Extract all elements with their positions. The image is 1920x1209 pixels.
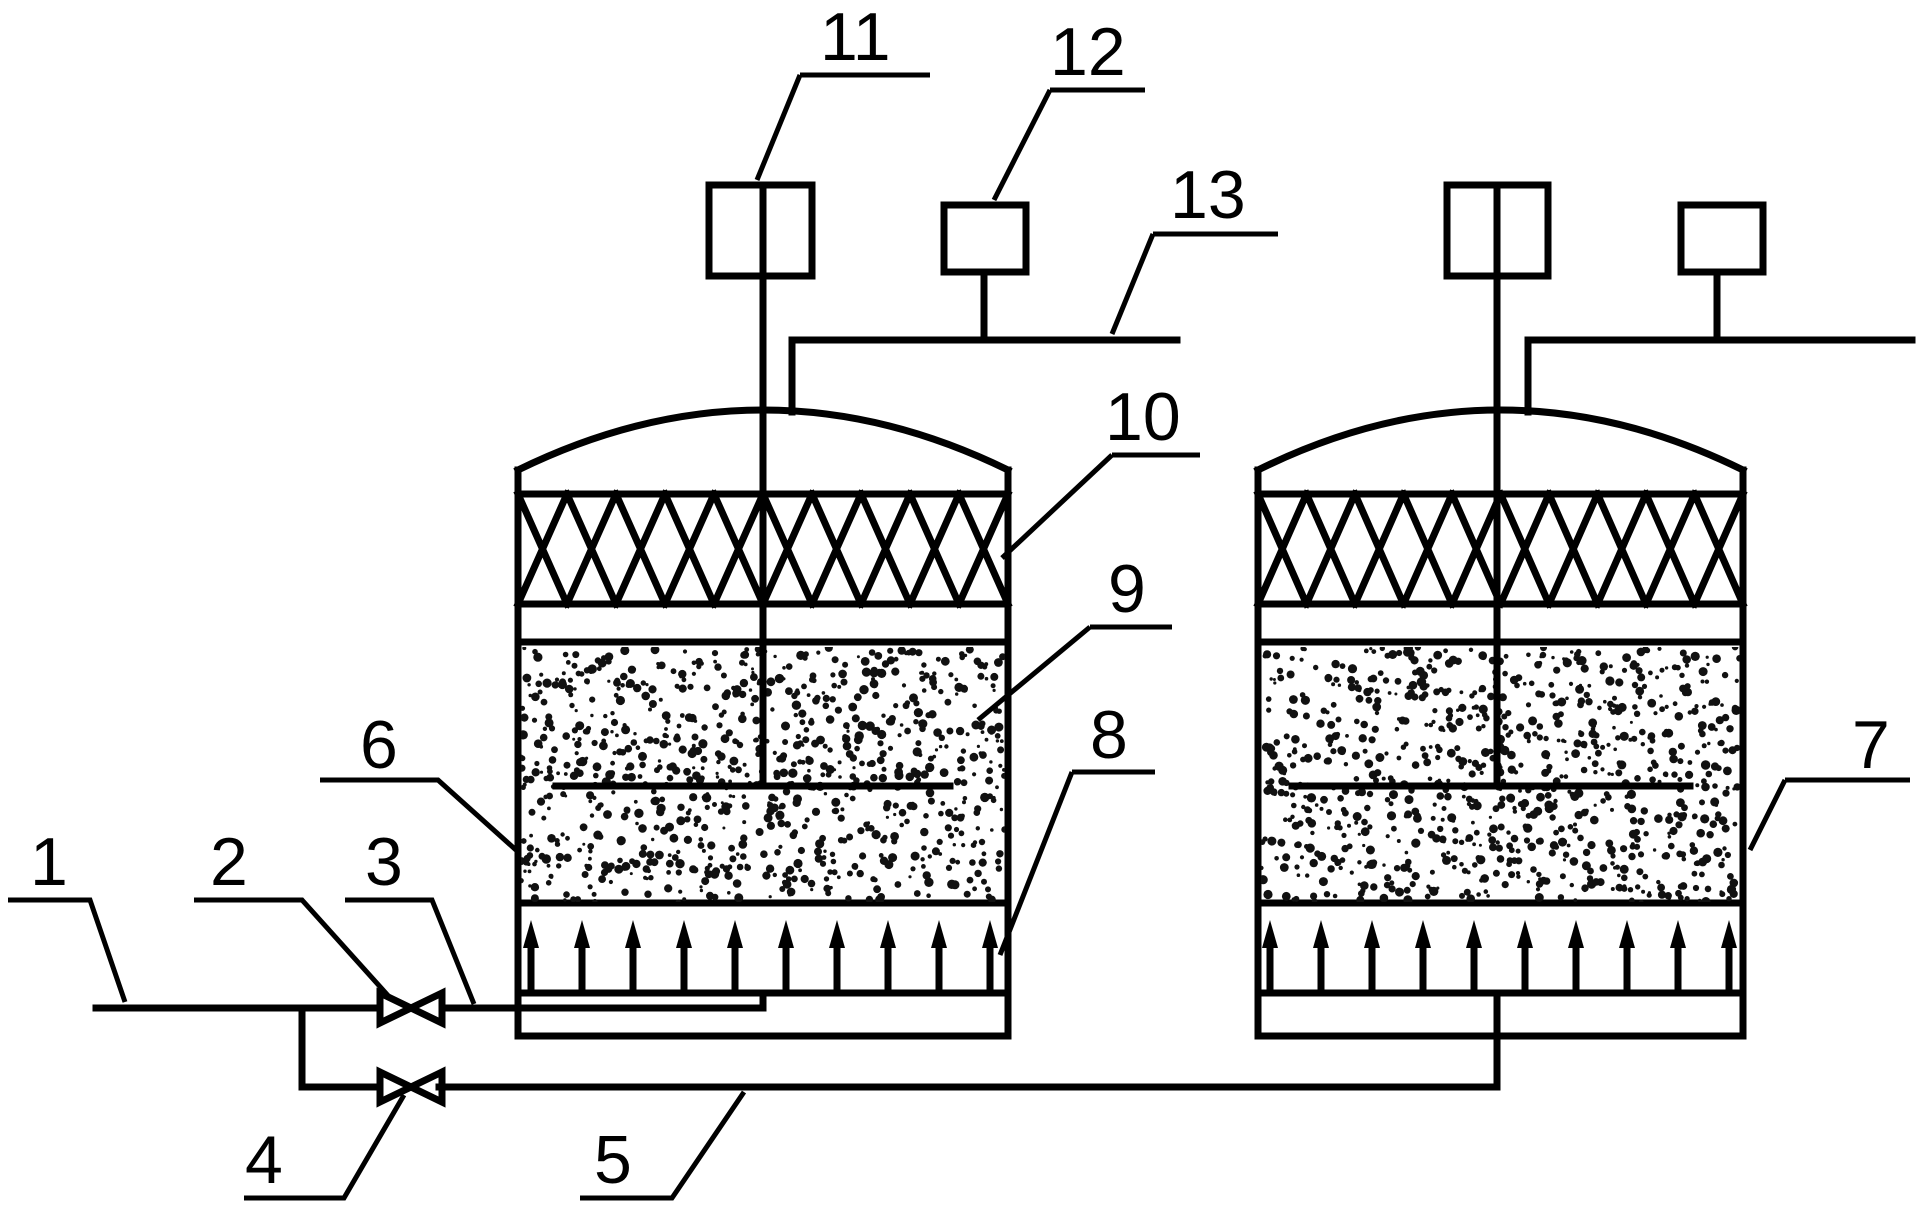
packing-layer-right xyxy=(1253,489,1748,609)
gas-outlet-pipe-left xyxy=(788,336,1181,416)
label-12: 12 xyxy=(1050,14,1126,90)
motor-box-left xyxy=(705,181,816,280)
label-11: 11 xyxy=(820,0,891,75)
label-8: 8 xyxy=(1090,697,1128,773)
granular-bed-right xyxy=(1261,647,1740,902)
reactor-right xyxy=(1253,181,1916,1040)
label-7: 7 xyxy=(1852,707,1890,783)
gas-outlet-pipe-right xyxy=(1524,336,1916,416)
feed-piping xyxy=(92,987,1501,1108)
label-10: 10 xyxy=(1105,379,1181,455)
label-2: 2 xyxy=(210,824,248,900)
reactor-left xyxy=(449,181,1181,1040)
leader-lines xyxy=(8,72,1910,1201)
packing-layer-left xyxy=(513,489,1013,609)
granular-bed-left xyxy=(521,647,1005,902)
label-5: 5 xyxy=(594,1122,632,1198)
label-1: 1 xyxy=(30,824,68,900)
motor-box-right xyxy=(1443,181,1552,280)
label-6: 6 xyxy=(360,707,398,783)
upflow-arrows-left xyxy=(523,920,998,994)
label-3: 3 xyxy=(365,824,403,900)
valve-icon[interactable] xyxy=(376,1066,446,1108)
label-13: 13 xyxy=(1170,157,1246,233)
label-9: 9 xyxy=(1108,551,1146,627)
callout-labels: 1 2 3 4 5 6 7 8 9 10 11 12 13 xyxy=(30,0,1890,1198)
sensor-box-right xyxy=(1677,201,1767,276)
label-4: 4 xyxy=(245,1122,283,1198)
upflow-arrows-right xyxy=(1262,920,1737,994)
inlet-pipe-left xyxy=(449,989,767,1012)
sensor-box-left xyxy=(940,201,1030,276)
